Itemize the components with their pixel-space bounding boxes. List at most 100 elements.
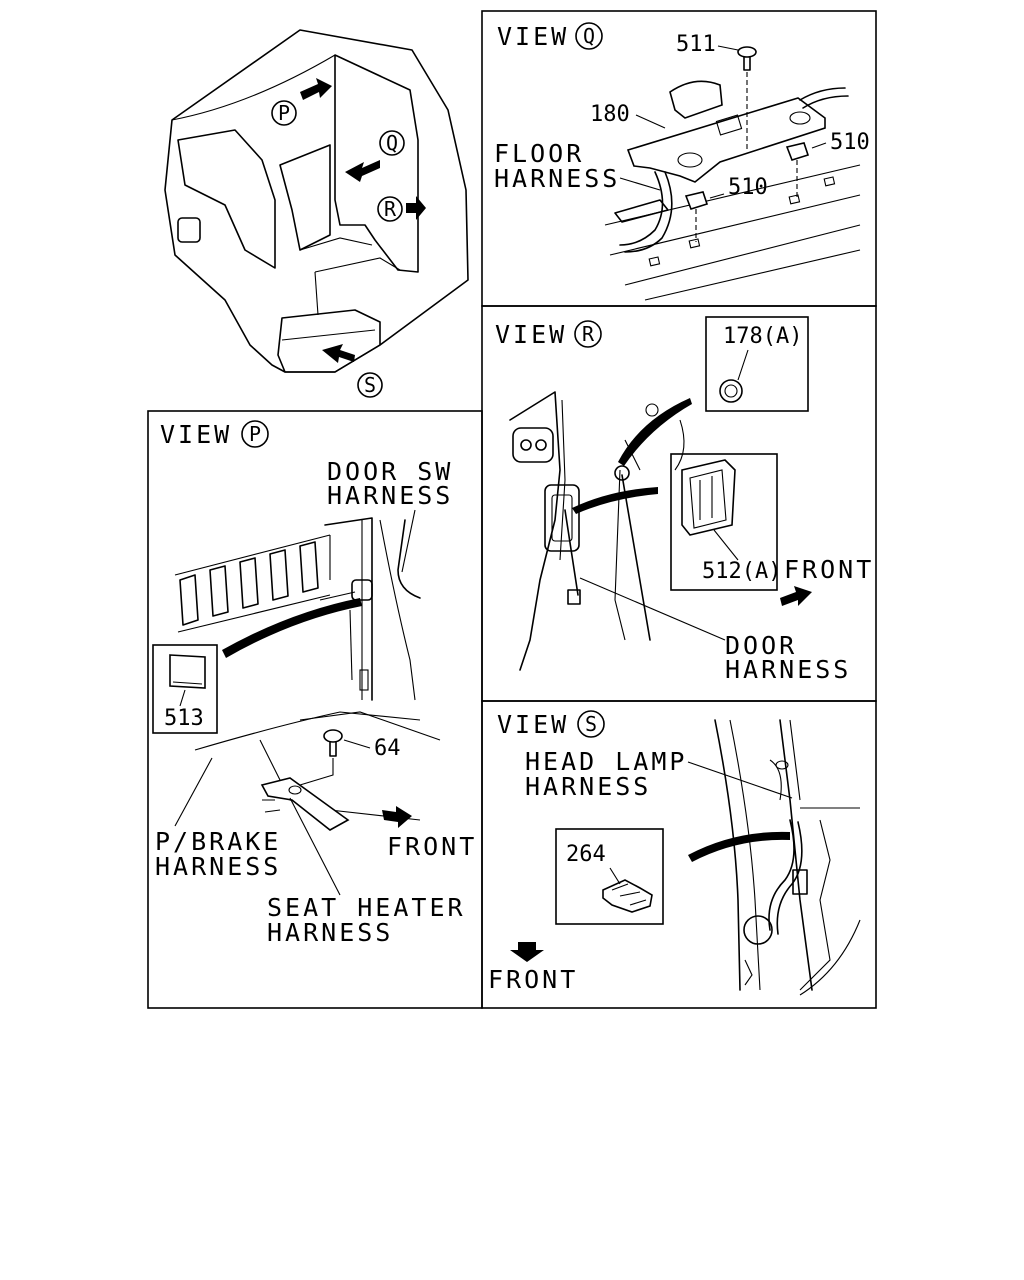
head-lamp-harness-cable-a — [768, 819, 795, 931]
leader-178 — [737, 349, 749, 381]
view-s-letter: S — [585, 712, 597, 736]
part-64-label: 64 — [374, 736, 401, 761]
body-hole — [645, 403, 659, 417]
callout-q-circle — [379, 130, 405, 156]
floor-harness-label-2: HARNESS — [494, 164, 620, 193]
screw-511-shank — [743, 56, 751, 71]
body-line-1 — [624, 439, 641, 471]
cab-bumper — [277, 309, 381, 373]
body-line-2 — [614, 469, 626, 641]
cover-tab — [715, 114, 743, 136]
cab-door-opening — [334, 54, 419, 273]
cab-windshield — [279, 144, 331, 251]
seat-bottom-edge — [177, 594, 331, 633]
seat-slot-3 — [239, 557, 259, 609]
clip-nut-510-left — [684, 191, 709, 210]
leader-door-harness — [579, 577, 726, 641]
view-p-front-arrow — [382, 806, 412, 828]
floor-rail-4 — [644, 249, 861, 301]
door-pillar-inner — [559, 399, 566, 561]
floor-hole-2 — [688, 238, 701, 249]
bolt-64-head — [323, 729, 343, 743]
leader-floor-harness — [619, 177, 661, 191]
view-s-circle — [577, 710, 605, 738]
part-513-label: 513 — [164, 706, 204, 731]
pillar-trim-clip — [359, 669, 369, 691]
door-sw-harness-label-1: DOOR SW — [327, 457, 453, 486]
cover-hole-right — [789, 111, 811, 125]
harness-tie — [775, 760, 789, 770]
view-p-letter: P — [249, 422, 261, 446]
cover-hump — [669, 80, 723, 119]
leader-510-right — [811, 142, 827, 149]
view-r: VIEW R 178(A) 512(A) — [495, 316, 871, 684]
floor-pad — [614, 199, 669, 223]
arrow-view-q — [345, 160, 380, 182]
seat-slot-5 — [299, 541, 319, 593]
striker-bolt-1 — [520, 439, 532, 451]
door-pillar-edge — [509, 391, 561, 671]
swoosh-178 — [618, 398, 692, 466]
leader-511 — [717, 45, 739, 51]
leader-seat-heater — [289, 797, 341, 896]
door-sw-connector — [351, 579, 373, 601]
floor-harness-label-1: FLOOR — [494, 139, 584, 168]
seat-slot-2 — [209, 565, 229, 617]
door-harness-label-1: DOOR — [725, 631, 797, 660]
callout-q-letter: Q — [386, 131, 398, 155]
pad-513-edge — [172, 681, 203, 685]
lower-tab — [744, 959, 753, 986]
door-sw-harness-cable — [397, 519, 421, 599]
cab-door-handle — [177, 217, 201, 243]
seat-slot-4 — [269, 549, 289, 601]
view-p-frame — [147, 410, 483, 1009]
cab-body-outline — [164, 29, 469, 373]
body-curve — [674, 419, 685, 471]
clip-512-inner — [689, 469, 727, 529]
inset-512-frame — [670, 453, 778, 591]
screw-511-head — [737, 46, 757, 58]
view-p-front-label: FRONT — [387, 832, 477, 861]
leader-180 — [635, 114, 666, 129]
clip-nut-510-right — [785, 142, 810, 161]
cab-bumper-line — [281, 329, 376, 341]
leader-513 — [179, 689, 186, 707]
leader-64 — [343, 739, 371, 749]
clamp-264 — [602, 879, 653, 913]
view-r-title: VIEW — [495, 320, 567, 349]
cab-overview: P Q R S — [164, 29, 469, 398]
pillar-rear-edge — [779, 719, 813, 991]
cover-hole-left — [677, 152, 703, 168]
wheel-arch — [799, 919, 861, 996]
clip-512-ribs — [699, 476, 713, 520]
seat-heater-bracket — [260, 777, 350, 831]
door-harness-grommet-inner — [551, 494, 573, 542]
pbrake-harness-label-2: HARNESS — [155, 852, 281, 881]
harness-grommet — [743, 915, 773, 945]
cab-pillar-line — [314, 271, 319, 316]
head-lamp-harness-cable-b — [776, 821, 803, 935]
floor-rail-3 — [624, 224, 861, 286]
arrow-view-p — [300, 78, 332, 100]
leader-door-sw — [401, 509, 416, 573]
callout-r-circle — [377, 196, 403, 222]
harness-clip — [792, 869, 808, 895]
seat-top-edge — [174, 534, 331, 576]
seat-heater-wires — [262, 799, 281, 813]
floor-hole-4 — [823, 176, 836, 187]
leader-264 — [609, 867, 621, 885]
callout-r-letter: R — [384, 197, 397, 221]
floor-hole-3 — [788, 194, 801, 205]
panel-ledge-2 — [799, 819, 831, 991]
striker-bolt-2 — [535, 439, 547, 451]
inset-264-frame — [555, 828, 664, 925]
pad-513 — [169, 654, 206, 689]
view-r-front-arrow — [780, 586, 812, 606]
grommet-178 — [719, 379, 743, 403]
callout-p-letter: P — [278, 101, 290, 125]
view-r-frame — [481, 305, 877, 702]
floor-hole-1 — [648, 256, 661, 267]
head-lamp-harness-label-2: HARNESS — [525, 772, 651, 801]
bracket-hole — [288, 785, 302, 795]
cover-edge — [627, 149, 635, 167]
